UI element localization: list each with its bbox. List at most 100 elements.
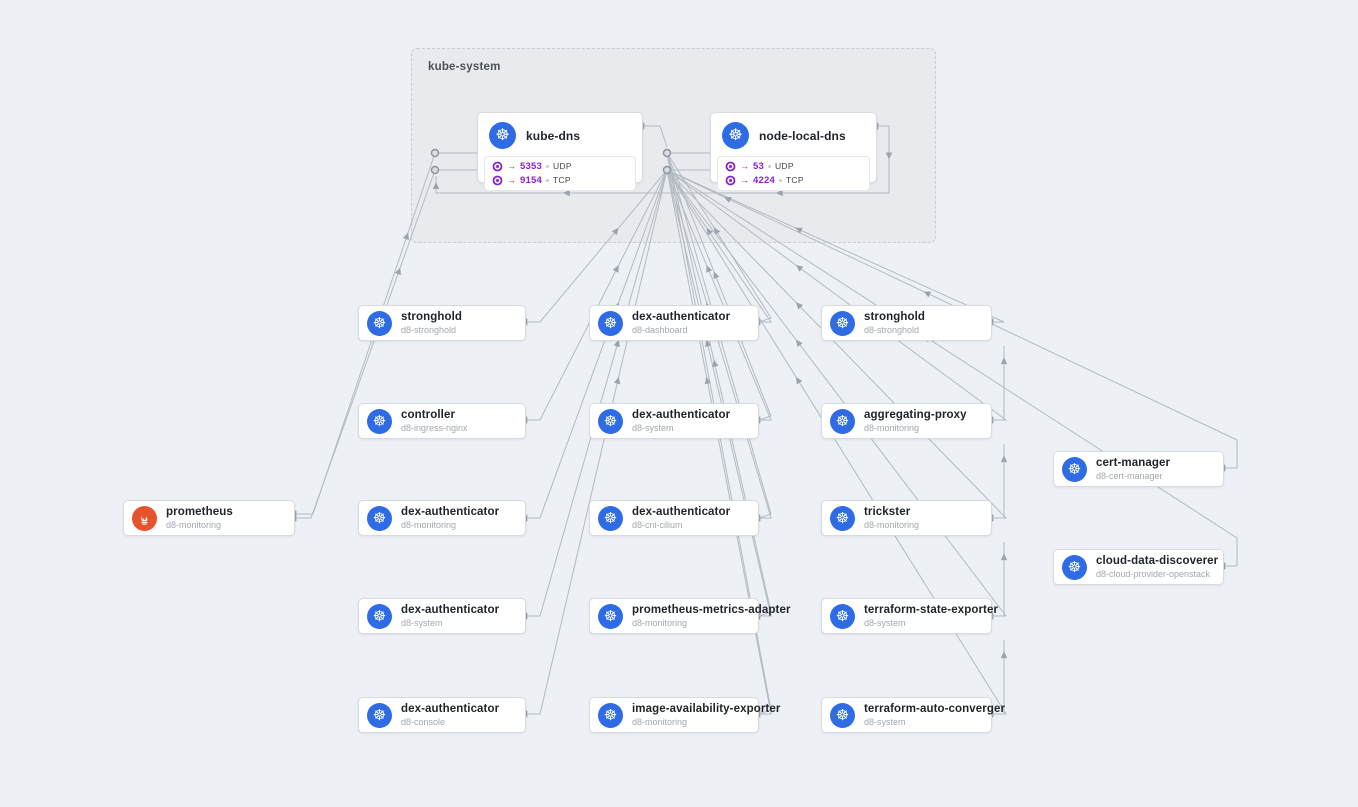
service-title: cert-manager xyxy=(1096,457,1171,470)
kubernetes-icon: ☸ xyxy=(367,505,392,531)
service-title: prometheus xyxy=(166,506,233,519)
service-text: dex-authenticator d8-monitoring xyxy=(401,506,499,530)
port-protocol: TCP xyxy=(785,175,804,186)
service-title: dex-authenticator xyxy=(632,409,731,422)
kubernetes-icon: ☸ xyxy=(367,408,392,434)
service-card-terraform-state-exporter[interactable]: ☸ terraform-state-exporter d8-system xyxy=(821,598,999,634)
service-namespace: d8-cni-cilium xyxy=(632,519,683,530)
dot-separator xyxy=(545,165,549,168)
service-card-dex-authenticator-console[interactable]: ☸ dex-authenticator d8-console xyxy=(358,697,526,733)
kubernetes-icon: ☸ xyxy=(367,603,392,629)
namespace-label: kube-system xyxy=(428,61,501,73)
service-text: stronghold d8-stronghold xyxy=(401,311,462,335)
kubernetes-icon: ☸ xyxy=(830,408,855,434)
port-number: 9154 xyxy=(520,174,542,186)
kubernetes-icon: ☸ xyxy=(367,702,392,728)
service-card-dex-authenticator-system-bottom[interactable]: ☸ dex-authenticator d8-system xyxy=(358,598,526,634)
service-card-trickster[interactable]: ☸ trickster d8-monitoring xyxy=(821,500,992,536)
kubernetes-icon: ☸ xyxy=(830,505,855,531)
port-row-4224[interactable]: → 4224 TCP xyxy=(725,175,862,186)
port-icon xyxy=(725,175,736,186)
service-title: stronghold xyxy=(864,311,926,324)
service-text: cloud-data-discoverer d8-cloud-provider-… xyxy=(1096,555,1219,579)
service-card-terraform-auto-converger[interactable]: ☸ terraform-auto-converger d8-system xyxy=(821,697,1005,733)
service-text: aggregating-proxy d8-monitoring xyxy=(864,409,967,433)
service-namespace: d8-system xyxy=(864,716,906,727)
service-text: terraform-auto-converger d8-system xyxy=(864,703,1005,727)
service-namespace: d8-stronghold xyxy=(401,324,457,335)
arrow-right-icon: → xyxy=(507,161,516,171)
service-card-prometheus[interactable]: prometheus d8-monitoring xyxy=(123,500,295,536)
kubernetes-icon: ☸ xyxy=(1062,554,1087,580)
service-card-header: ☸ node-local-dns xyxy=(711,113,876,154)
service-title: cloud-data-discoverer xyxy=(1096,555,1219,568)
service-card-dex-authenticator-monitoring[interactable]: ☸ dex-authenticator d8-monitoring xyxy=(358,500,526,536)
service-title: dex-authenticator xyxy=(401,506,500,519)
ports-box: → 53 UDP → 4224 TCP xyxy=(717,156,870,191)
service-title: terraform-state-exporter xyxy=(864,604,999,617)
service-namespace: d8-stronghold xyxy=(864,324,920,335)
kubernetes-icon: ☸ xyxy=(598,310,623,336)
port-protocol: UDP xyxy=(552,161,572,172)
service-namespace: d8-cert-manager xyxy=(1096,470,1163,481)
service-text: node-local-dns xyxy=(759,129,846,143)
kubernetes-icon: ☸ xyxy=(598,603,623,629)
service-card-prometheus-metrics-adapter[interactable]: ☸ prometheus-metrics-adapter d8-monitori… xyxy=(589,598,791,634)
service-text: controller d8-ingress-nginx xyxy=(401,409,468,433)
service-title: stronghold xyxy=(401,311,463,324)
service-card-header: ☸ kube-dns xyxy=(478,113,642,154)
service-card-dex-authenticator-dashboard[interactable]: ☸ dex-authenticator d8-dashboard xyxy=(589,305,759,341)
kubernetes-icon: ☸ xyxy=(489,122,516,149)
service-title: dex-authenticator xyxy=(632,506,731,519)
service-namespace: d8-monitoring xyxy=(401,519,457,530)
service-namespace: d8-ingress-nginx xyxy=(401,422,468,433)
kubernetes-icon: ☸ xyxy=(598,505,623,531)
service-title: dex-authenticator xyxy=(401,604,500,617)
service-card-controller-ingress-nginx[interactable]: ☸ controller d8-ingress-nginx xyxy=(358,403,526,439)
kubernetes-icon: ☸ xyxy=(1062,456,1087,482)
service-card-stronghold-right[interactable]: ☸ stronghold d8-stronghold xyxy=(821,305,992,341)
port-number: 4224 xyxy=(753,174,775,186)
service-namespace: d8-console xyxy=(401,716,446,727)
service-card-stronghold-left[interactable]: ☸ stronghold d8-stronghold xyxy=(358,305,526,341)
service-card-image-availability-exporter[interactable]: ☸ image-availability-exporter d8-monitor… xyxy=(589,697,781,733)
service-text: stronghold d8-stronghold xyxy=(864,311,925,335)
port-number: 53 xyxy=(753,160,764,172)
service-text: dex-authenticator d8-cni-cilium xyxy=(632,506,730,530)
arrow-right-icon: → xyxy=(740,175,749,185)
service-card-dex-authenticator-cni-cilium[interactable]: ☸ dex-authenticator d8-cni-cilium xyxy=(589,500,759,536)
prometheus-flame-icon xyxy=(141,511,148,525)
service-text: terraform-state-exporter d8-system xyxy=(864,604,999,628)
service-text: dex-authenticator d8-system xyxy=(401,604,499,628)
service-text: trickster d8-monitoring xyxy=(864,506,919,530)
service-text: cert-manager d8-cert-manager xyxy=(1096,457,1170,481)
kubernetes-icon: ☸ xyxy=(722,122,749,149)
service-card-cert-manager[interactable]: ☸ cert-manager d8-cert-manager xyxy=(1053,451,1224,487)
service-card-aggregating-proxy[interactable]: ☸ aggregating-proxy d8-monitoring xyxy=(821,403,992,439)
kubernetes-icon: ☸ xyxy=(598,408,623,434)
service-namespace: d8-system xyxy=(401,617,443,628)
port-icon xyxy=(492,161,503,172)
service-title: aggregating-proxy xyxy=(864,409,967,422)
port-protocol: UDP xyxy=(774,161,794,172)
service-title: trickster xyxy=(864,506,911,519)
arrow-right-icon: → xyxy=(740,161,749,171)
service-namespace: d8-system xyxy=(864,617,906,628)
service-card-dex-authenticator-system-mid[interactable]: ☸ dex-authenticator d8-system xyxy=(589,403,759,439)
service-namespace: d8-monitoring xyxy=(864,519,920,530)
service-card-node-local-dns[interactable]: ☸ node-local-dns → 53 UDP → 4224 TCP xyxy=(710,112,877,191)
service-text: prometheus d8-monitoring xyxy=(166,506,233,530)
port-row-53[interactable]: → 53 UDP xyxy=(725,161,862,172)
service-title: image-availability-exporter xyxy=(632,703,781,716)
kubernetes-icon: ☸ xyxy=(830,702,855,728)
service-text: image-availability-exporter d8-monitorin… xyxy=(632,703,781,727)
kubernetes-icon: ☸ xyxy=(830,310,855,336)
service-namespace: d8-monitoring xyxy=(166,519,222,530)
service-title: prometheus-metrics-adapter xyxy=(632,604,791,617)
service-card-cloud-data-discoverer[interactable]: ☸ cloud-data-discoverer d8-cloud-provide… xyxy=(1053,549,1224,585)
